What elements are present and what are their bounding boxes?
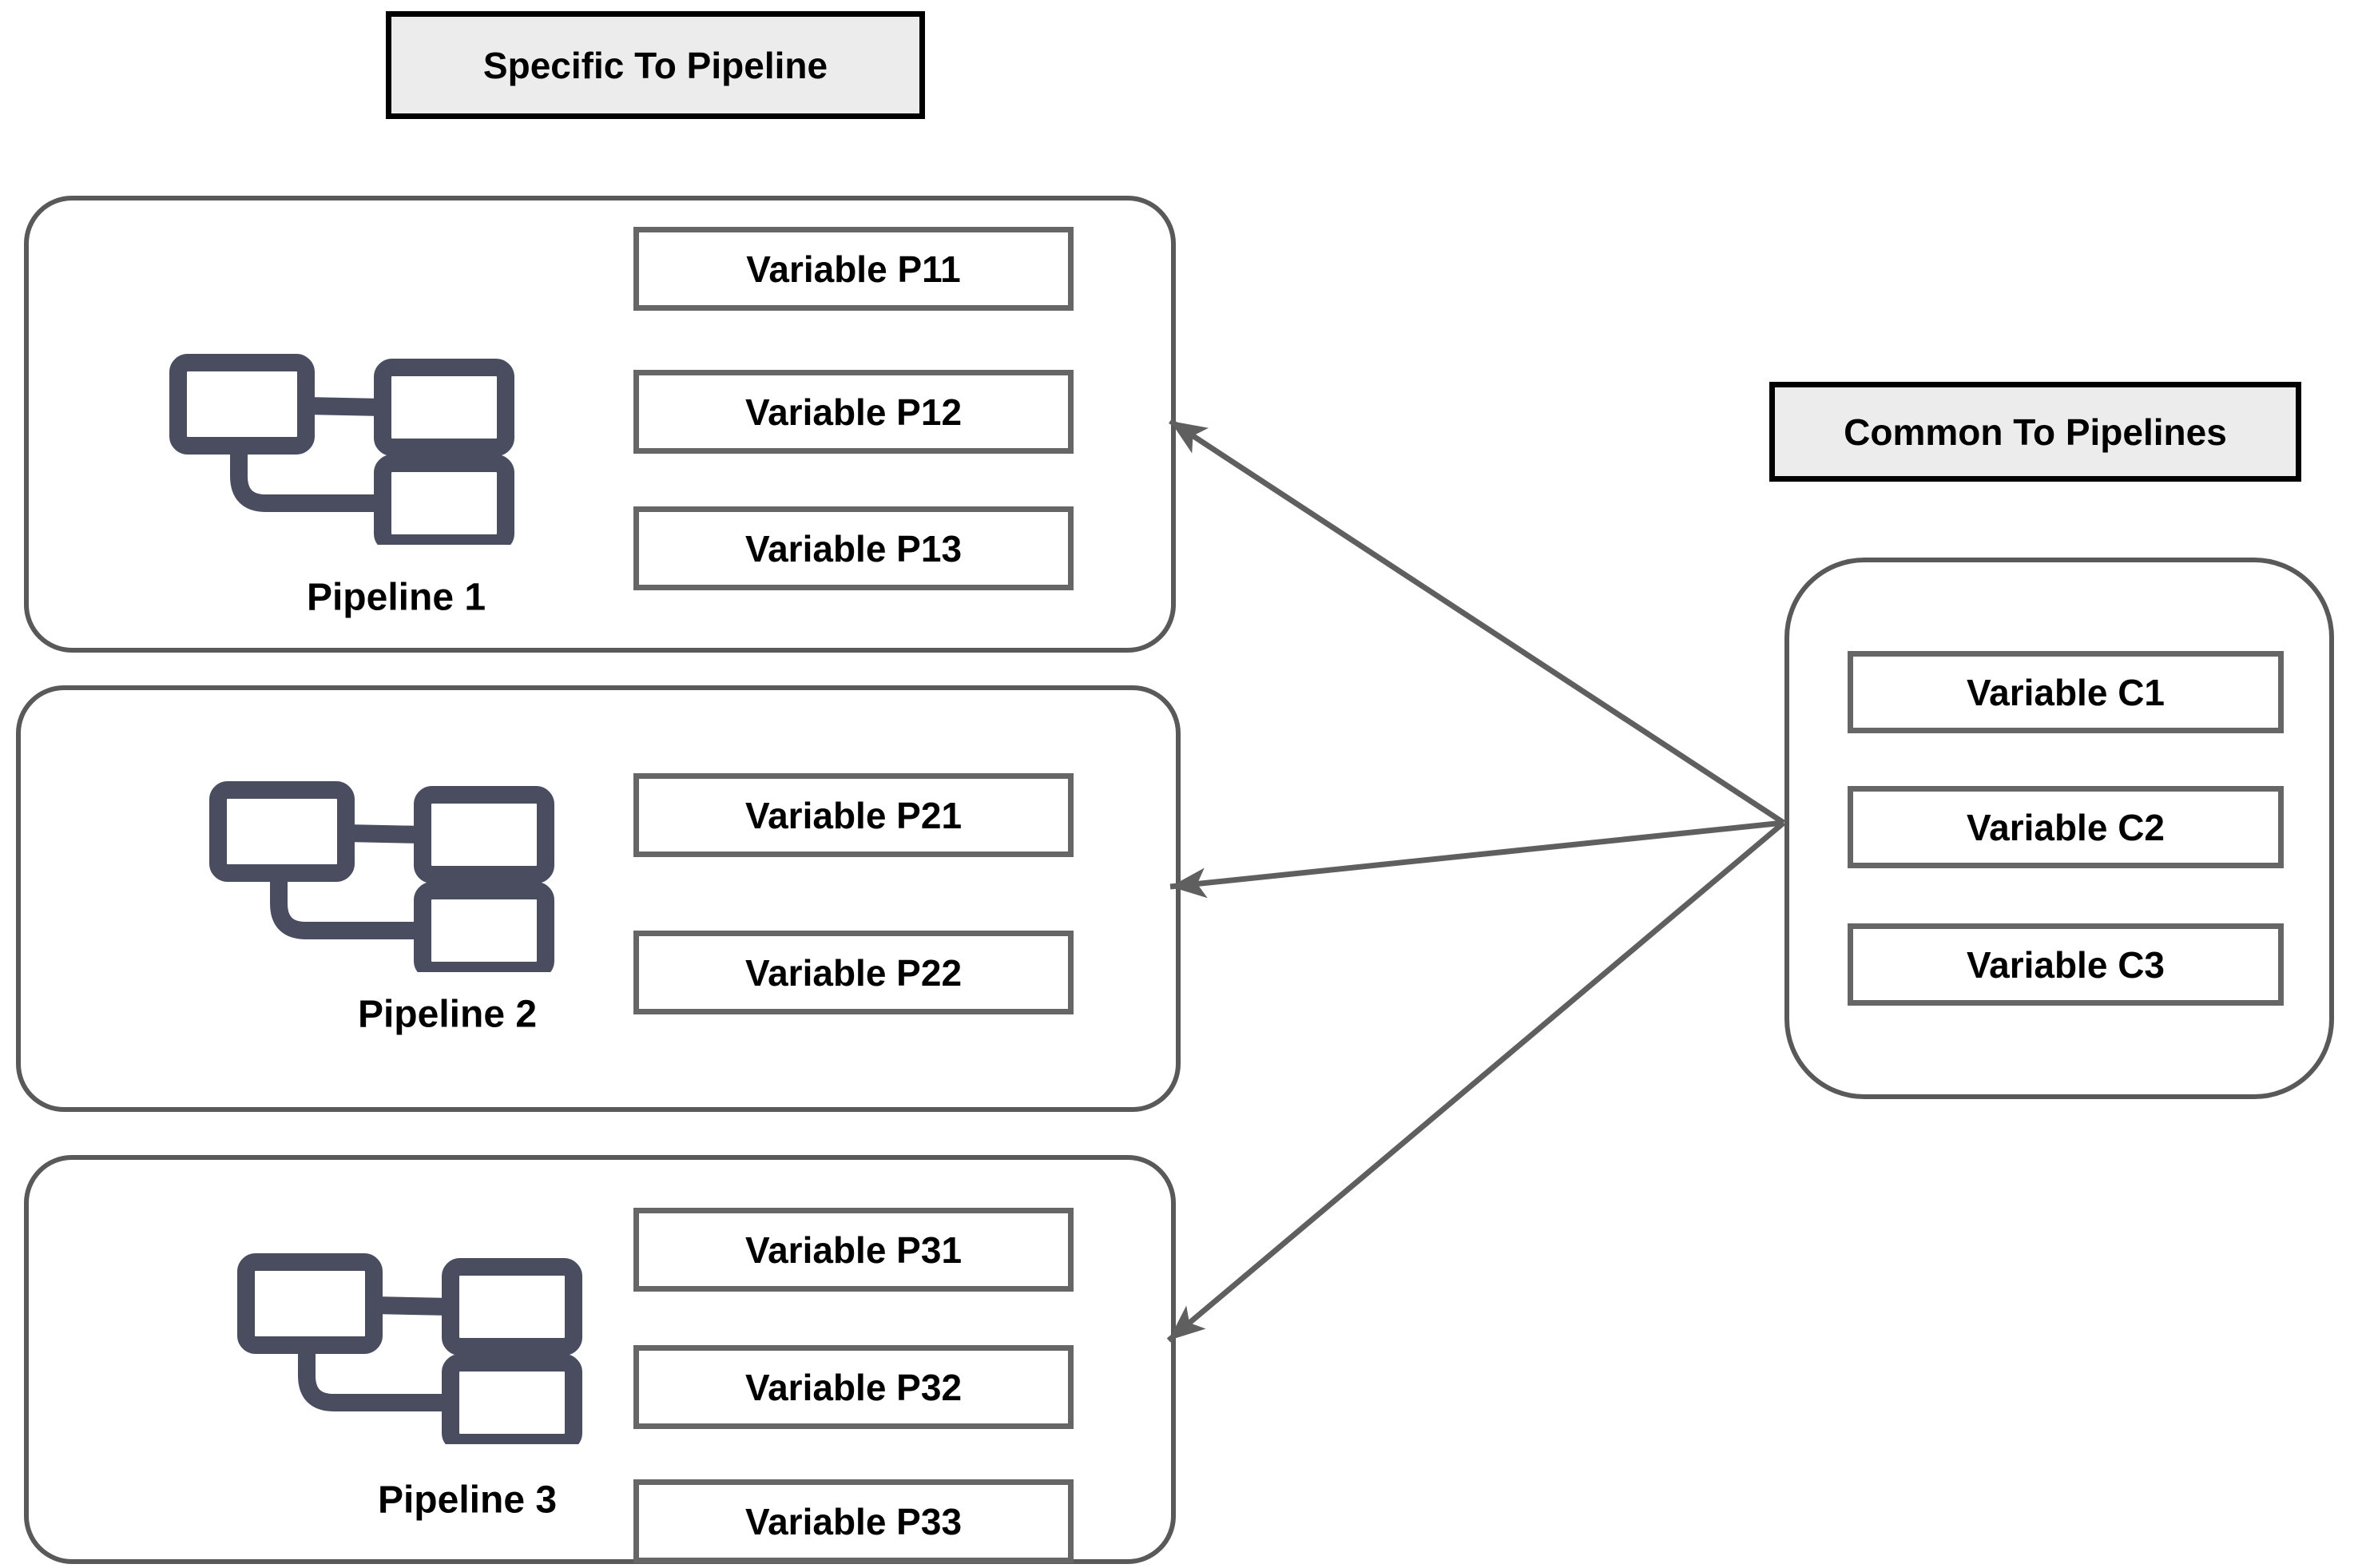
- variable-c2-label: Variable C2: [1966, 806, 2165, 848]
- variable-box-c1: Variable C1: [1848, 651, 2284, 733]
- variable-p33-label: Variable P33: [744, 1500, 963, 1542]
- variable-p32-label: Variable P32: [744, 1366, 963, 1408]
- pipeline-2-flow-icon: [209, 781, 554, 972]
- variable-box-p12: Variable P12: [633, 370, 1074, 454]
- arrow-common-to-pipeline-2: [1169, 820, 1784, 899]
- variable-box-p13: Variable P13: [633, 506, 1074, 590]
- variable-p13-label: Variable P13: [744, 527, 963, 570]
- variable-p21-label: Variable P21: [744, 794, 963, 836]
- pipeline-1-label: Pipeline 1: [306, 576, 486, 619]
- variable-p12-label: Variable P12: [744, 391, 963, 433]
- variable-box-c2: Variable C2: [1848, 786, 2284, 868]
- arrow-common-to-pipeline-3: [1166, 820, 1786, 1343]
- variable-p22-label: Variable P22: [744, 951, 963, 994]
- header-specific-label: Specific To Pipeline: [482, 44, 828, 86]
- variable-c1-label: Variable C1: [1966, 671, 2165, 713]
- variable-p11-label: Variable P11: [746, 248, 961, 290]
- header-common-label: Common To Pipelines: [1844, 411, 2227, 453]
- variable-box-p21: Variable P21: [633, 773, 1074, 857]
- pipeline-3-flow-icon: [237, 1253, 582, 1444]
- pipeline-1-flow-icon: [169, 354, 514, 545]
- arrow-common-to-pipeline-1: [1169, 419, 1785, 825]
- header-specific-to-pipeline: Specific To Pipeline: [386, 11, 925, 119]
- pipeline-3-label: Pipeline 3: [377, 1479, 558, 1522]
- header-common-to-pipelines: Common To Pipelines: [1769, 382, 2301, 482]
- variable-box-p22: Variable P22: [633, 931, 1074, 1014]
- pipeline-2-label: Pipeline 2: [357, 993, 538, 1036]
- variable-box-p33: Variable P33: [633, 1479, 1074, 1563]
- variable-p31-label: Variable P31: [744, 1229, 963, 1271]
- variable-box-p31: Variable P31: [633, 1208, 1074, 1292]
- variable-box-p11: Variable P11: [633, 227, 1074, 311]
- variable-c3-label: Variable C3: [1966, 943, 2165, 986]
- pipeline-2-container: [16, 685, 1181, 1112]
- variable-box-p32: Variable P32: [633, 1345, 1074, 1429]
- variable-box-c3: Variable C3: [1848, 923, 2284, 1006]
